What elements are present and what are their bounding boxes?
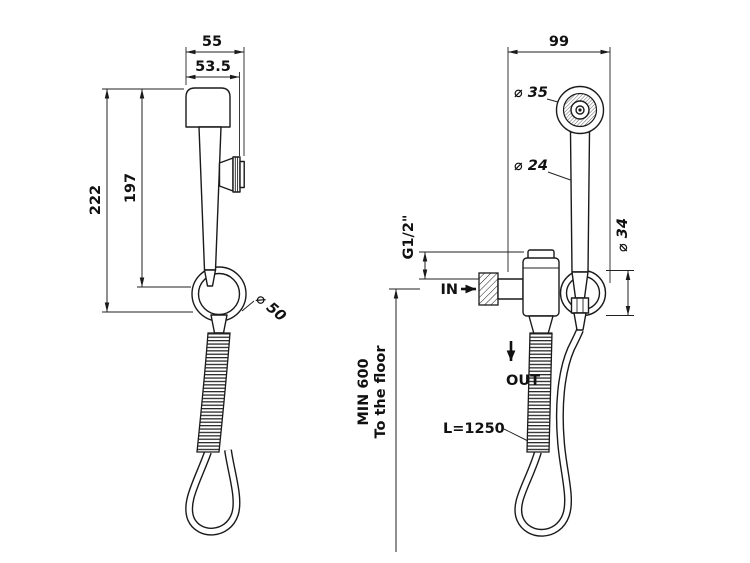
dim-99-label: 99	[549, 34, 569, 50]
dia-50-leader	[241, 300, 255, 312]
dia-24-leader	[547, 171, 571, 181]
thread-size-label: G1/2"	[401, 215, 417, 260]
handle-cone-front	[571, 271, 589, 299]
dim-197-label: 197	[123, 173, 139, 203]
shower-hose-ribbed-right	[526, 332, 553, 453]
shower-hose-loop-left	[185, 449, 241, 536]
hose-nut	[570, 297, 590, 331]
shower-hose-ribbed-left	[196, 332, 231, 453]
water-inlet-elbow	[478, 249, 560, 335]
spray-button	[218, 156, 245, 193]
dia-35-label: ⌀ 35	[514, 85, 548, 101]
dia-24-label: ⌀ 24	[514, 158, 548, 174]
sprayer-head-side	[185, 87, 231, 128]
outlet-label: OUT	[506, 373, 540, 389]
inlet-pipe	[497, 278, 524, 300]
sprayer-handle-front	[569, 131, 591, 273]
dimension-lines-left	[102, 47, 255, 313]
elbow-outlet-cone	[528, 315, 554, 335]
dia-50-label: ⌀ 50	[252, 291, 288, 325]
wall-flange	[478, 272, 499, 306]
left-view: 55 53.5 222 197 ⌀ 50	[88, 34, 289, 536]
handle-cone-side	[203, 269, 217, 287]
dia-35-leader	[546, 98, 559, 103]
shower-hose-loop-right	[514, 328, 584, 537]
hose-length-leader	[503, 428, 529, 442]
min-height-label: MIN 600	[356, 358, 372, 425]
wall-bracket-ring	[191, 266, 247, 322]
dia-34-label: ⌀ 34	[615, 218, 631, 252]
sprayer-handle-side	[198, 126, 222, 271]
dim-55-label: 55	[202, 34, 222, 50]
nozzle-center-dot	[578, 108, 582, 112]
hose-length-label: L=1250	[443, 421, 505, 437]
dimension-lines-right	[389, 47, 634, 552]
hose-nipple-left	[210, 314, 228, 334]
floor-note-label: To the floor	[373, 345, 389, 439]
inlet-label: IN	[440, 282, 458, 298]
right-view: 99 ⌀ 35 ⌀ 24 ⌀ 34 G1/2" IN OUT MIN 600 T…	[356, 34, 634, 552]
dim-53-5-label: 53.5	[195, 59, 231, 75]
sprayer-head-front	[555, 85, 605, 135]
dim-222-label: 222	[88, 185, 104, 215]
